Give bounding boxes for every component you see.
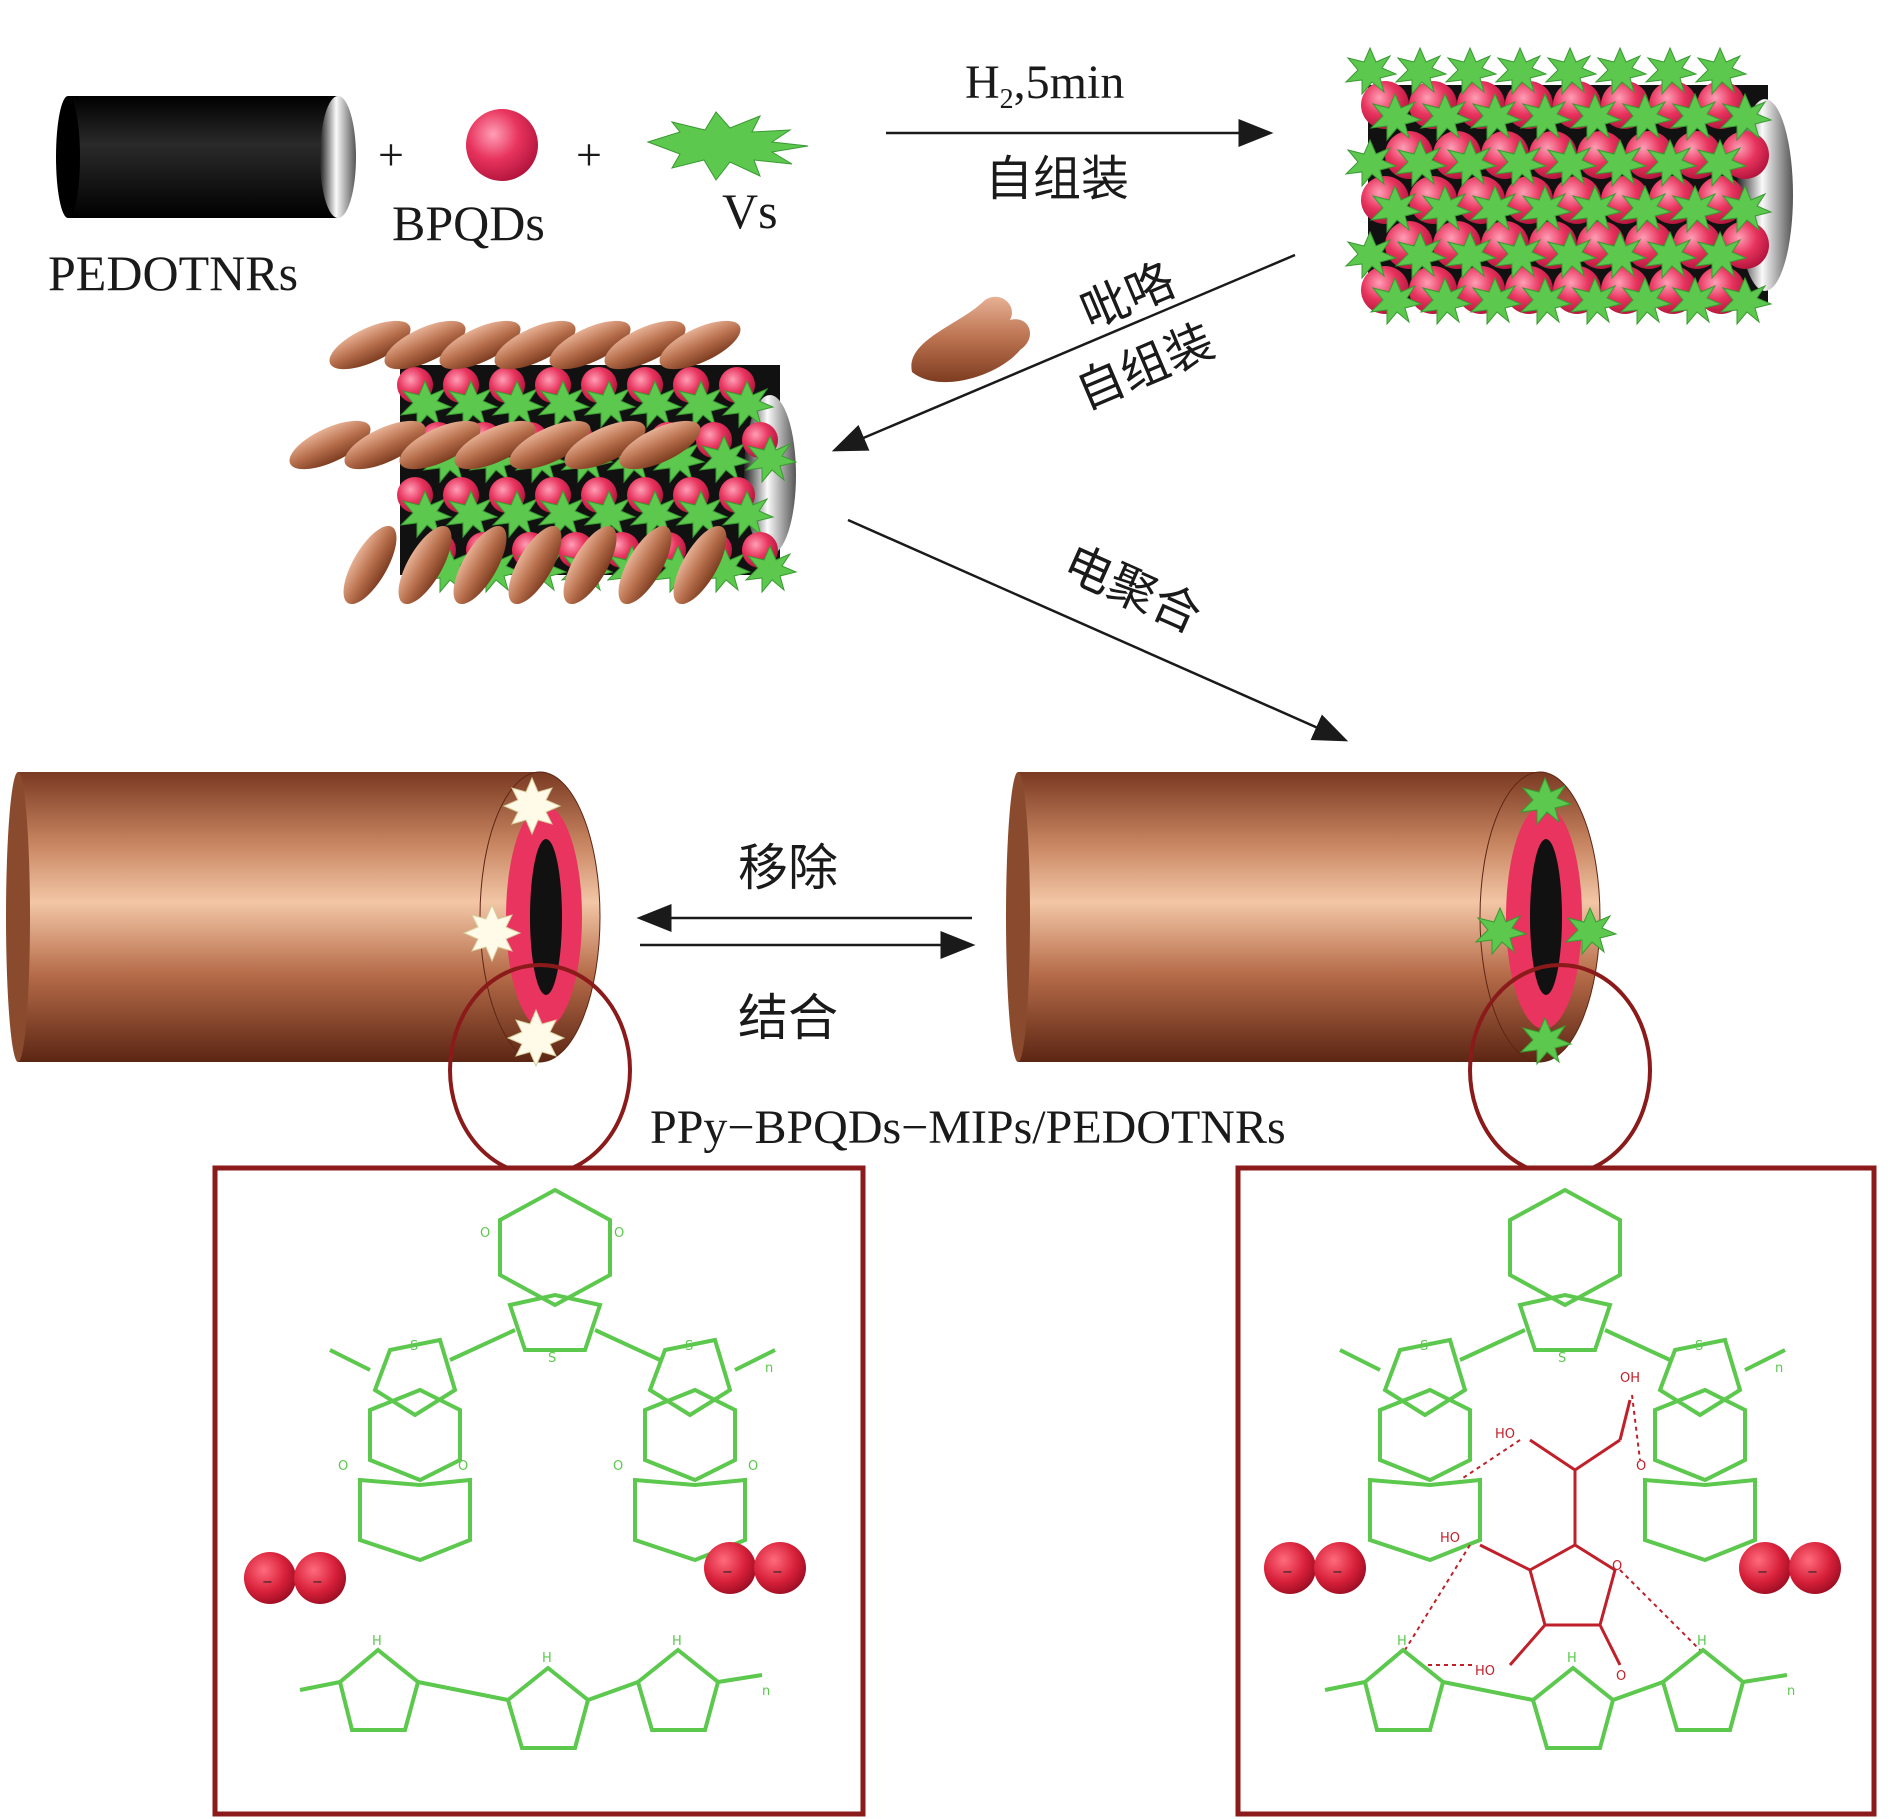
- vs-template-molecule: [646, 111, 809, 181]
- chem-ho-1: HO: [1495, 1427, 1515, 1442]
- label-self-assembly-1: 自组装: [985, 151, 1129, 207]
- chem-s-1: S: [548, 1351, 556, 1366]
- arrow-electropolymerization: [847, 518, 1349, 742]
- plus-sign-1: +: [378, 129, 404, 180]
- label-binding: 结合: [738, 989, 838, 1047]
- structure-box-bound: [1235, 1165, 1877, 1817]
- chem-o-5: O: [613, 1459, 623, 1474]
- pedot-chain-structure-right: [1339, 1187, 1786, 1563]
- chem-h-5: H: [1567, 1651, 1577, 1666]
- chem-o-7: O: [1612, 1559, 1622, 1574]
- pedot-chain-structure-left: [329, 1187, 776, 1563]
- chem-h-1: H: [372, 1634, 382, 1649]
- mip-cylinder-template-removed: [6, 771, 601, 1063]
- chem-o-3: O: [338, 1459, 348, 1474]
- label-h2: H2,5min: [965, 56, 1124, 115]
- chem-s-3: S: [685, 1339, 693, 1354]
- mip-cylinder-template-bound: [1006, 771, 1601, 1063]
- label-pedotnrs: PEDOTNRs: [48, 245, 298, 301]
- chem-h-6: H: [1697, 1634, 1707, 1649]
- chem-o-9: O: [1636, 1459, 1646, 1474]
- pedot-nanorod: [56, 96, 356, 218]
- minus-6: −: [1332, 1565, 1343, 1580]
- minus-7: −: [1757, 1565, 1768, 1580]
- bpqd-negative-charges-right: [1264, 1542, 1841, 1594]
- ppy-chain-structure-right: [1324, 1647, 1788, 1750]
- label-vs: Vs: [722, 183, 778, 239]
- chem-s-6: S: [1695, 1339, 1703, 1354]
- pyrrole-blob: [333, 518, 407, 612]
- chem-o-1: O: [480, 1226, 490, 1241]
- chem-ho-3: HO: [1475, 1664, 1495, 1679]
- plus-sign-2: +: [576, 129, 602, 180]
- bpqd-ball: [466, 109, 538, 181]
- empty-cavity-markers: [462, 776, 566, 1068]
- chem-n-sub-2: n: [762, 1684, 770, 1699]
- chem-s-2: S: [410, 1339, 418, 1354]
- structure-box-removed: [212, 1165, 866, 1817]
- pyrrole-monomer: [911, 296, 1031, 383]
- label-product: PPy−BPQDs−MIPs/PEDOTNRs: [650, 1101, 1286, 1154]
- arrow-pyrrole-assembly: [831, 253, 1296, 452]
- minus-3: −: [722, 1565, 733, 1580]
- label-electropolymerization: 电聚合: [1055, 535, 1209, 645]
- minus-4: −: [772, 1565, 783, 1580]
- chem-ho-2: HO: [1440, 1531, 1460, 1546]
- ppy-chain-structure-left: [299, 1647, 763, 1750]
- chem-n-sub-1: n: [765, 1361, 773, 1376]
- chem-oh-1: OH: [1620, 1371, 1640, 1386]
- chem-o-2: O: [614, 1226, 624, 1241]
- chem-o-4: O: [458, 1459, 468, 1474]
- chem-h-4: H: [1397, 1634, 1407, 1649]
- ascorbic-acid-template: [1404, 1394, 1701, 1666]
- chem-o-6: O: [748, 1459, 758, 1474]
- chem-n-sub-4: n: [1787, 1684, 1795, 1699]
- chem-h-2: H: [542, 1651, 552, 1666]
- label-removal: 移除: [738, 839, 838, 897]
- chem-s-5: S: [1420, 1339, 1428, 1354]
- minus-1: −: [262, 1575, 273, 1590]
- chem-s-4: S: [1558, 1351, 1566, 1366]
- chem-o-8: O: [1616, 1669, 1626, 1684]
- chem-h-3: H: [672, 1634, 682, 1649]
- bpqd-negative-charges-left: [244, 1542, 806, 1604]
- minus-2: −: [312, 1575, 323, 1590]
- chem-n-sub-3: n: [1775, 1361, 1783, 1376]
- label-bpqds: BPQDs: [392, 195, 545, 251]
- minus-5: −: [1282, 1565, 1293, 1580]
- minus-8: −: [1807, 1565, 1818, 1580]
